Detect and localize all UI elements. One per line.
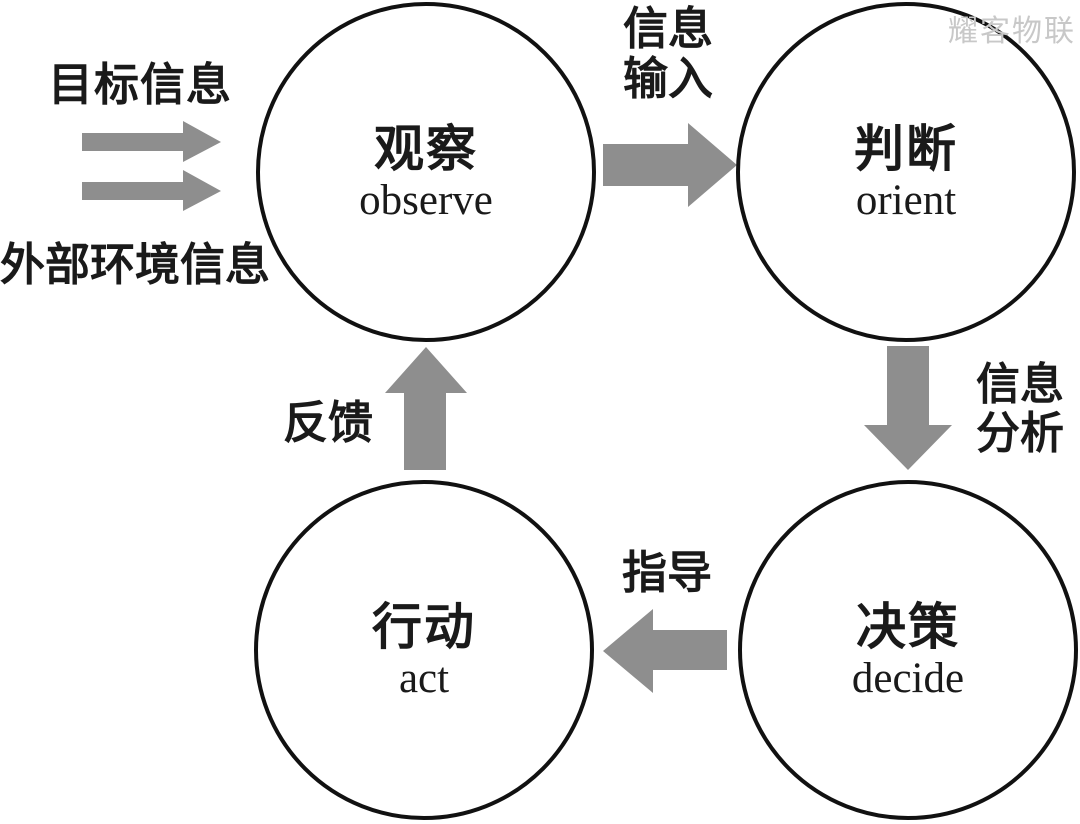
info-analysis-arrow — [864, 346, 952, 470]
feedback-arrow — [385, 347, 467, 470]
node-orient-label-en: orient — [855, 177, 957, 225]
node-orient: 判断 orient — [736, 2, 1076, 342]
node-orient-label-zh: 判断 — [854, 120, 958, 177]
node-decide: 决策 decide — [738, 480, 1078, 820]
label-env-info: 外部环境信息 — [0, 240, 271, 290]
node-observe: 观察 observe — [256, 2, 596, 342]
label-info-input-line1: 信息 — [622, 4, 713, 54]
node-decide-label-zh: 决策 — [856, 598, 960, 655]
node-act-label-en: act — [398, 655, 450, 703]
node-observe-label-zh: 观察 — [374, 120, 478, 177]
guide-arrow — [603, 609, 727, 693]
env-info-arrow — [82, 170, 221, 211]
label-feedback: 反馈 — [283, 398, 374, 448]
node-decide-label-en: decide — [851, 655, 965, 703]
node-act-label-zh: 行动 — [372, 598, 476, 655]
label-info-analysis-line1: 信息 — [976, 360, 1064, 409]
watermark-text: 耀客物联 — [948, 15, 1076, 48]
label-goal-info: 目标信息 — [48, 60, 233, 110]
label-guide: 指导 — [622, 548, 713, 598]
label-info-analysis-line2: 分析 — [976, 409, 1064, 459]
label-info-input-line2: 输入 — [622, 54, 713, 105]
node-act: 行动 act — [254, 480, 594, 820]
node-observe-label-en: observe — [359, 177, 493, 225]
info-input-arrow — [603, 123, 737, 207]
goal-info-arrow — [82, 121, 221, 162]
label-info-input: 信息 输入 — [616, 4, 720, 105]
label-info-analysis: 信息 分析 — [968, 360, 1072, 459]
